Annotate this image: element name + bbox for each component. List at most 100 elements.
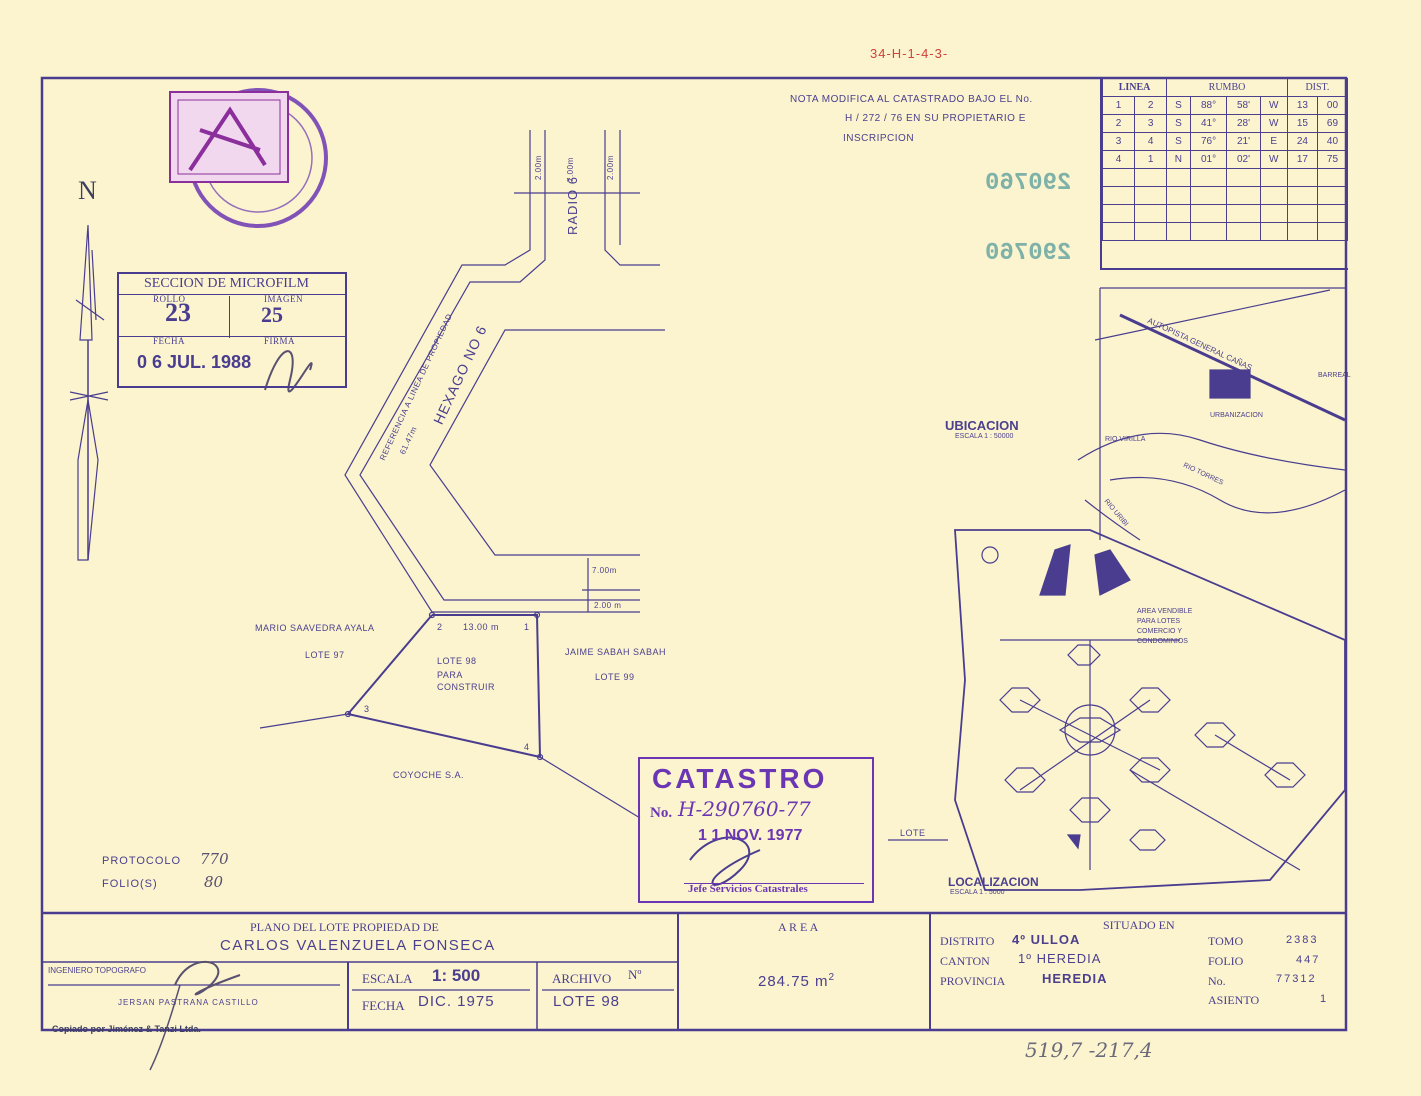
- note-line-1: NOTA MODIFICA AL CATASTRADO BAJO EL No.: [790, 94, 1033, 105]
- rumbo-header-dist: DIST.: [1286, 78, 1349, 97]
- fecha-label: FECHA: [362, 998, 405, 1013]
- radio-label: RADIO 6: [565, 175, 580, 235]
- ingeniero-name: JERSAN PASTRANA CASTILLO: [118, 998, 259, 1007]
- dim-700-a: 7.00m: [566, 157, 575, 182]
- point-2: 2: [437, 622, 443, 632]
- stamp-number-b: 290760: [985, 240, 1072, 267]
- ubicacion-title: UBICACION: [945, 418, 1019, 433]
- catastro-stamp: CATASTRO No. H-290760-77 1 1 NOV. 1977 J…: [638, 757, 874, 903]
- folio-tb-value: 447: [1296, 954, 1321, 966]
- area-vendible-4: CONDOMINIOS: [1137, 638, 1188, 645]
- point-4: 4: [524, 742, 530, 752]
- reference-number: 34-H-1-4-3-: [870, 46, 949, 61]
- folio-tb-label: FOLIO: [1208, 954, 1244, 968]
- area-vendible-1: AREA VENDIBLE: [1137, 608, 1193, 615]
- catastro-jefe: Jefe Servicios Catastrales: [688, 883, 808, 895]
- provincia-label: PROVINCIA: [940, 974, 1006, 988]
- archivo-label: ARCHIVO: [552, 971, 612, 986]
- ubicacion-scale: ESCALA 1 : 50000: [955, 433, 1014, 440]
- numero-label: No.: [1208, 974, 1226, 988]
- stamp-number-a: 290760: [985, 170, 1072, 197]
- archivo-no-label: Nº: [628, 967, 642, 982]
- rio-virilla-label: RIO VIRILLA: [1105, 436, 1146, 443]
- dim-700-b: 7.00m: [592, 566, 617, 575]
- north-label: N: [78, 176, 97, 205]
- distrito-value: 4º ULLOA: [1012, 932, 1081, 947]
- imagen-value: 25: [261, 302, 283, 327]
- provincia-value: HEREDIA: [1042, 971, 1108, 986]
- microfilm-title: SECCION DE MICROFILM: [144, 276, 309, 291]
- canton-value: 1º HEREDIA: [1018, 951, 1102, 966]
- archivo-value: LOTE 98: [553, 993, 621, 1010]
- dim-200-a: 2.00m: [534, 155, 543, 180]
- fecha-value: DIC. 1975: [418, 993, 495, 1010]
- table-row: [1101, 168, 1349, 187]
- canton-label: CANTON: [940, 954, 990, 968]
- mario-label: MARIO SAAVEDRA AYALA: [255, 623, 375, 633]
- escala-label: ESCALA: [362, 971, 413, 986]
- lado-2-1: 13.00 m: [463, 622, 500, 632]
- urbanizacion-label: URBANIZACION: [1210, 412, 1263, 419]
- handwritten-reference: 519,7 -217,4: [1025, 1038, 1153, 1062]
- lote98-label: LOTE 98: [437, 656, 477, 666]
- protocolo-label: PROTOCOLO: [102, 855, 182, 867]
- note-line-2: H / 272 / 76 EN SU PROPIETARIO E: [845, 113, 1026, 124]
- catastro-no-label: No.: [650, 805, 673, 821]
- microfilm-date: 0 6 JUL. 1988: [137, 352, 252, 372]
- asiento-value: 1: [1320, 993, 1327, 1005]
- imagen-label: IMAGEN: [264, 294, 303, 304]
- protocolo-value: 770: [200, 850, 229, 868]
- table-row: [1101, 204, 1349, 223]
- escala-value: 1: 500: [432, 966, 481, 985]
- rumbo-header-rumbo: RUMBO: [1166, 78, 1288, 97]
- area-vendible-2: PARA LOTES: [1137, 618, 1181, 625]
- distrito-label: DISTRITO: [940, 934, 995, 948]
- owner-name: CARLOS VALENZUELA FONSECA: [220, 937, 496, 954]
- rollo-value: 23: [165, 298, 191, 327]
- dim-200-c: 2.00 m: [594, 601, 622, 610]
- lote97-label: LOTE 97: [305, 650, 345, 660]
- tomo-value: 2383: [1286, 934, 1319, 946]
- table-row: [1101, 186, 1349, 205]
- rumbo-header-linea: LINEA: [1101, 78, 1168, 97]
- localizacion-scale: ESCALA 1 : 5000: [950, 889, 1005, 896]
- coyoche-label: COYOCHE S.A.: [393, 770, 465, 780]
- lote-pointer-label: LOTE: [900, 828, 926, 838]
- numero-value: 77312: [1276, 973, 1317, 985]
- rollo-label: ROLLO: [153, 294, 186, 304]
- copiado-label: Copiado por Jiménez & Tanzi Ltda.: [52, 1024, 201, 1034]
- ingeniero-label: INGENIERO TOPOGRAFO: [48, 966, 146, 975]
- point-1: 1: [524, 622, 530, 632]
- microfilm-stamp: SECCION DE MICROFILM ROLLO 23 IMAGEN 25 …: [117, 272, 347, 388]
- catastro-title: CATASTRO: [652, 763, 828, 794]
- plano-label: PLANO DEL LOTE PROPIEDAD DE: [250, 920, 439, 934]
- table-row: [1101, 222, 1349, 241]
- note-line-3: INSCRIPCION: [843, 133, 915, 144]
- fecha-label: FECHA: [153, 336, 186, 346]
- catastro-date: 1 1 NOV. 1977: [698, 827, 803, 844]
- folio-value: 80: [204, 873, 224, 891]
- lote99-label: LOTE 99: [595, 672, 635, 682]
- tomo-label: TOMO: [1208, 934, 1244, 948]
- asiento-label: ASIENTO: [1208, 993, 1260, 1007]
- area-vendible-3: COMERCIO Y: [1137, 628, 1182, 635]
- localizacion-title: LOCALIZACION: [948, 875, 1039, 889]
- para-label: PARA: [437, 670, 463, 680]
- area-label: A R E A: [778, 920, 819, 934]
- barreal-label: BARREAL: [1318, 372, 1351, 379]
- situado-label: SITUADO EN: [1103, 918, 1175, 932]
- catastro-number: H-290760-77: [678, 797, 811, 821]
- folio-label: FOLIO(S): [102, 878, 158, 890]
- dim-200-b: 2.00m: [606, 155, 615, 180]
- jaime-label: JAIME SABAH SABAH: [565, 647, 667, 657]
- construir-label: CONSTRUIR: [437, 682, 495, 692]
- firma-label: FIRMA: [264, 336, 296, 346]
